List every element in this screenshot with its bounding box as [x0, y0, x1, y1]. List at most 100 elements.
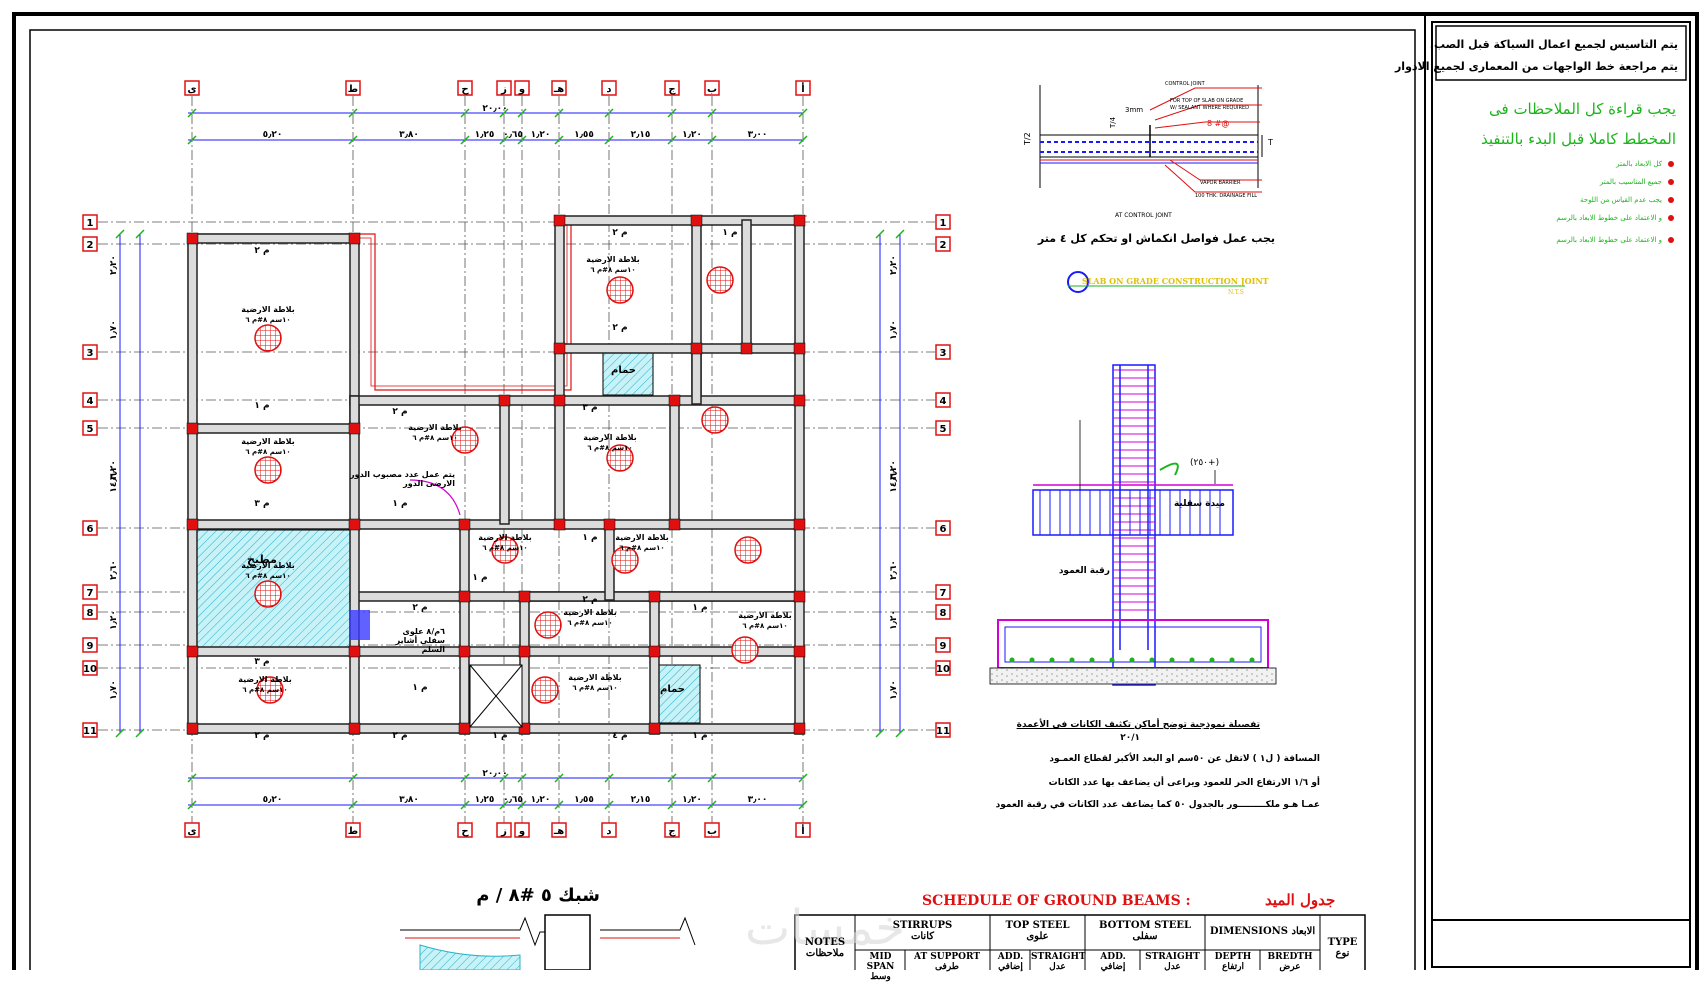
- grid-bubble-letter: ز: [496, 822, 512, 838]
- cj-label-5: 100 THK. DRAINAGE FILL: [1195, 193, 1257, 199]
- slab-label: بلاطة الارضية: [583, 433, 636, 442]
- slab-marker: [451, 426, 479, 454]
- grid-bubble-letter: هـ: [551, 80, 567, 96]
- dim-text: ٣٫٠٠: [748, 130, 768, 140]
- column-note-3: عمـا هـو ملكـــــــــور بالجدول ٥٠ كما ي…: [995, 800, 1320, 810]
- side-dim: ٢٫٦٠: [109, 560, 119, 580]
- side-dim: ١٫٧٠: [889, 680, 899, 700]
- schedule-title-ar: جدول الميد: [1265, 891, 1336, 909]
- sched-h-dims: DIMENSIONS الابعاد: [1209, 926, 1316, 937]
- kitchen-label: مطبخ: [247, 553, 277, 566]
- column: [498, 394, 511, 407]
- slab-rebar: ١٠سم ٨#م ٦: [742, 622, 787, 630]
- ground-slab-note: يجب عمل فواصل انكماش او تحكم كل ٤ متر: [1037, 232, 1275, 245]
- svg-text:1: 1: [940, 218, 947, 229]
- tb-note-2: يتم مراجعة خط الواجهات من المعمارى لجميع…: [1394, 60, 1678, 73]
- beam-label: م ١: [254, 401, 269, 411]
- dim-text: ٥٫٢٠: [263, 795, 283, 805]
- dim-text: ٠٫٦٥: [503, 795, 523, 805]
- cj-dim-t: T: [1267, 138, 1273, 147]
- bullet-icon: [1668, 237, 1674, 243]
- column-note-2: أو ١/٦ الارتفاع الحر للعمود ويراعى أن يض…: [1048, 778, 1320, 788]
- slab-marker: [254, 456, 282, 484]
- slab-marker: [611, 546, 639, 574]
- cj-scale: N.T.S: [1228, 289, 1244, 296]
- grid-bubble-number: 3: [935, 344, 951, 360]
- svg-text:3: 3: [87, 348, 94, 359]
- column: [348, 422, 361, 435]
- col-level: (٢٥٠+): [1190, 458, 1219, 468]
- slab-rebar: ١٠سم ٨#م ٦: [242, 686, 287, 694]
- column: [348, 232, 361, 245]
- cj-rebar: 8 #@: [1207, 119, 1229, 128]
- column-detail-title: تفصيلة نموذجية توضح أماكن تكثيف الكانات …: [1016, 720, 1260, 730]
- side-dim: ١٫٧٠: [109, 680, 119, 700]
- rebar-dot: [1209, 657, 1215, 663]
- column: [458, 645, 471, 658]
- grid-bubble-letter: و: [514, 80, 530, 96]
- bath2-label: حمام: [660, 684, 685, 695]
- slab-marker: [706, 266, 734, 294]
- side-dim: ١٫٢٠: [109, 610, 119, 630]
- tb-bullet: و الاعتماد على خطوط الابعاد بالرسم: [1556, 236, 1662, 244]
- column: [458, 590, 471, 603]
- svg-text:6: 6: [87, 524, 94, 535]
- tb-bullet: جميع المناسيب بالمتر: [1599, 178, 1662, 186]
- dim-text: ٣٫٠٠: [748, 795, 768, 805]
- grid-bubble-number: 10: [82, 660, 98, 676]
- slab-label: بلاطة الارضية: [478, 533, 531, 542]
- beam-label: م ١: [722, 228, 737, 238]
- grid-bubble-letter: ب: [704, 80, 720, 96]
- column-footing-detail: (٢٥٠+) ميدة سقلية رقبة العمود: [989, 364, 1277, 686]
- svg-text:أ: أ: [801, 82, 804, 95]
- tb-bullet: و الاعتماد على خطوط الابعاد بالرسم: [1556, 214, 1662, 222]
- beam-label: م ٢: [392, 407, 407, 417]
- slab-marker: [731, 636, 759, 664]
- ground-beam-schedule: [794, 914, 1366, 970]
- beam-label: م ٣: [582, 403, 597, 413]
- grid-bubble-number: 1: [82, 214, 98, 230]
- svg-text:و: و: [518, 826, 525, 837]
- sched-sub: ADD.إضافي: [997, 952, 1024, 972]
- svg-text:ب: ب: [707, 826, 717, 837]
- column: [793, 394, 806, 407]
- svg-text:ج: ج: [668, 826, 676, 837]
- column: [603, 518, 616, 531]
- column: [553, 214, 566, 227]
- grid-bubble-letter: هـ: [551, 822, 567, 838]
- svg-text:ج: ج: [668, 84, 676, 95]
- stair-note: ٦م/٨ علوى سفلى أشاير السلم: [395, 627, 445, 654]
- slab-rebar: ١٠سم ٨#م ٦: [567, 619, 612, 627]
- grid-bubble-letter: ب: [704, 822, 720, 838]
- beam-label: م ٢: [412, 603, 427, 613]
- rebar-dot: [1009, 657, 1015, 663]
- svg-text:2: 2: [940, 240, 947, 251]
- slab-marker: [701, 406, 729, 434]
- slab-label: بلاطة الارضية: [241, 561, 294, 570]
- dim-text: ١٫٢٥: [475, 795, 495, 805]
- rebar-dot: [1129, 657, 1135, 663]
- grid-bubble-letter: ج: [664, 822, 680, 838]
- column: [648, 645, 661, 658]
- grid-bubble-letter: ح: [457, 80, 473, 96]
- slab-marker: [531, 676, 559, 704]
- column: [690, 214, 703, 227]
- side-dim: ١٫٧٠: [109, 320, 119, 340]
- svg-text:10: 10: [936, 664, 950, 675]
- mesh-detail: [400, 914, 696, 970]
- column: [668, 394, 681, 407]
- overall-dim: ٢٠٫٠٠: [482, 104, 507, 114]
- grid-bubble-number: 8: [935, 604, 951, 620]
- tb-bullets: كل الابعاد بالمتر جميع المناسيب بالمتر ي…: [1454, 160, 1674, 258]
- dim-text: ٢٫١٥: [631, 130, 651, 140]
- grid-bubble-letter: ح: [457, 822, 473, 838]
- dim-text: ٢٫١٥: [631, 795, 651, 805]
- slab-marker: [256, 676, 284, 704]
- svg-text:ح: ح: [461, 826, 469, 837]
- column: [458, 722, 471, 735]
- dim-text: ٠٫٦٥: [503, 130, 523, 140]
